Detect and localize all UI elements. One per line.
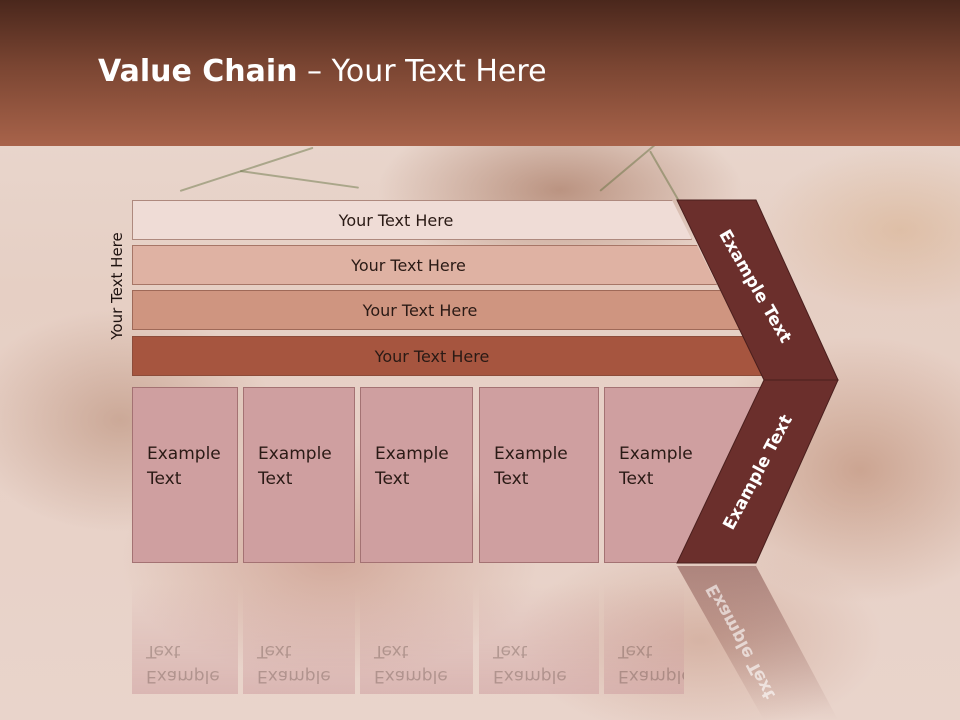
value-bar-4-label: Your Text Here	[374, 346, 490, 366]
slide-title-bold: Value Chain	[98, 54, 298, 89]
lower-chevron[interactable]	[676, 379, 839, 564]
slide-title-rest: – Your Text Here	[297, 54, 547, 89]
value-bar-3[interactable]: Your Text Here	[132, 290, 740, 330]
example-box-4-line2: Text	[494, 469, 529, 489]
example-box-5-line1: Example	[619, 444, 693, 464]
example-box-2-line1: Example	[258, 444, 332, 464]
slide-title: Value Chain – Your Text Here	[98, 54, 547, 89]
lower-chevron-reflection	[677, 566, 838, 720]
example-box-3-line2: Text	[375, 469, 410, 489]
value-bar-2[interactable]: Your Text Here	[132, 245, 717, 285]
title-bar: Value Chain – Your Text Here	[0, 0, 960, 146]
example-box-1-line2: Text	[147, 469, 182, 489]
example-box-5-line2: Text	[619, 469, 654, 489]
value-bar-3-label: Your Text Here	[362, 300, 478, 320]
example-box-3-line1: Example	[375, 444, 449, 464]
value-bar-4[interactable]: Your Text Here	[132, 336, 764, 376]
value-bar-2-label: Your Text Here	[351, 255, 466, 275]
example-box-2-line2: Text	[258, 469, 293, 489]
value-bar-1[interactable]: Your Text Here	[132, 200, 692, 240]
example-box-4-line1: Example	[494, 444, 568, 464]
example-box-1-line1: Example	[147, 444, 221, 464]
value-bar-1-label: Your Text Here	[338, 210, 454, 230]
